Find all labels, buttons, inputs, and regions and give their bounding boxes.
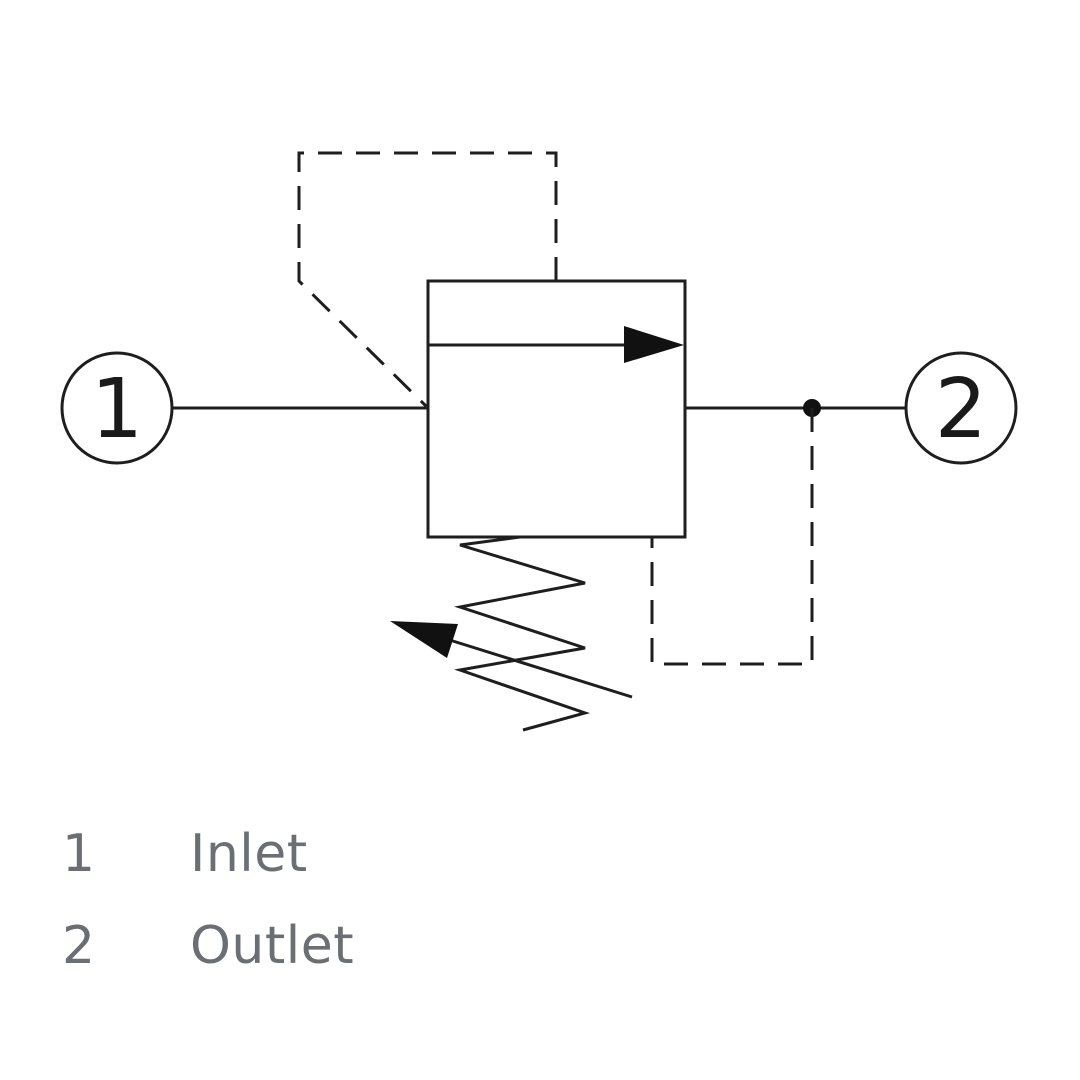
legend-row-outlet: 2 Outlet [62,900,354,992]
legend-key: 2 [62,916,96,976]
valve-body [426,279,687,539]
legend-label: Inlet [190,824,308,884]
adjust-arrow-line [439,635,633,699]
port-1-number: 1 [91,362,143,457]
spring [454,535,591,732]
legend-row-inlet: 1 Inlet [62,808,354,900]
upper-pilot-line [297,151,558,410]
port-legend: 1 Inlet 2 Outlet [62,808,354,992]
legend-key: 1 [62,824,96,884]
port-2-number: 2 [935,362,987,457]
legend-label: Outlet [190,916,355,976]
flow-arrow-head [624,326,684,363]
port-1-circle [60,351,174,465]
lower-pilot-line [650,408,814,666]
port-2-circle [904,351,1018,465]
adjust-arrow-head [390,621,458,658]
